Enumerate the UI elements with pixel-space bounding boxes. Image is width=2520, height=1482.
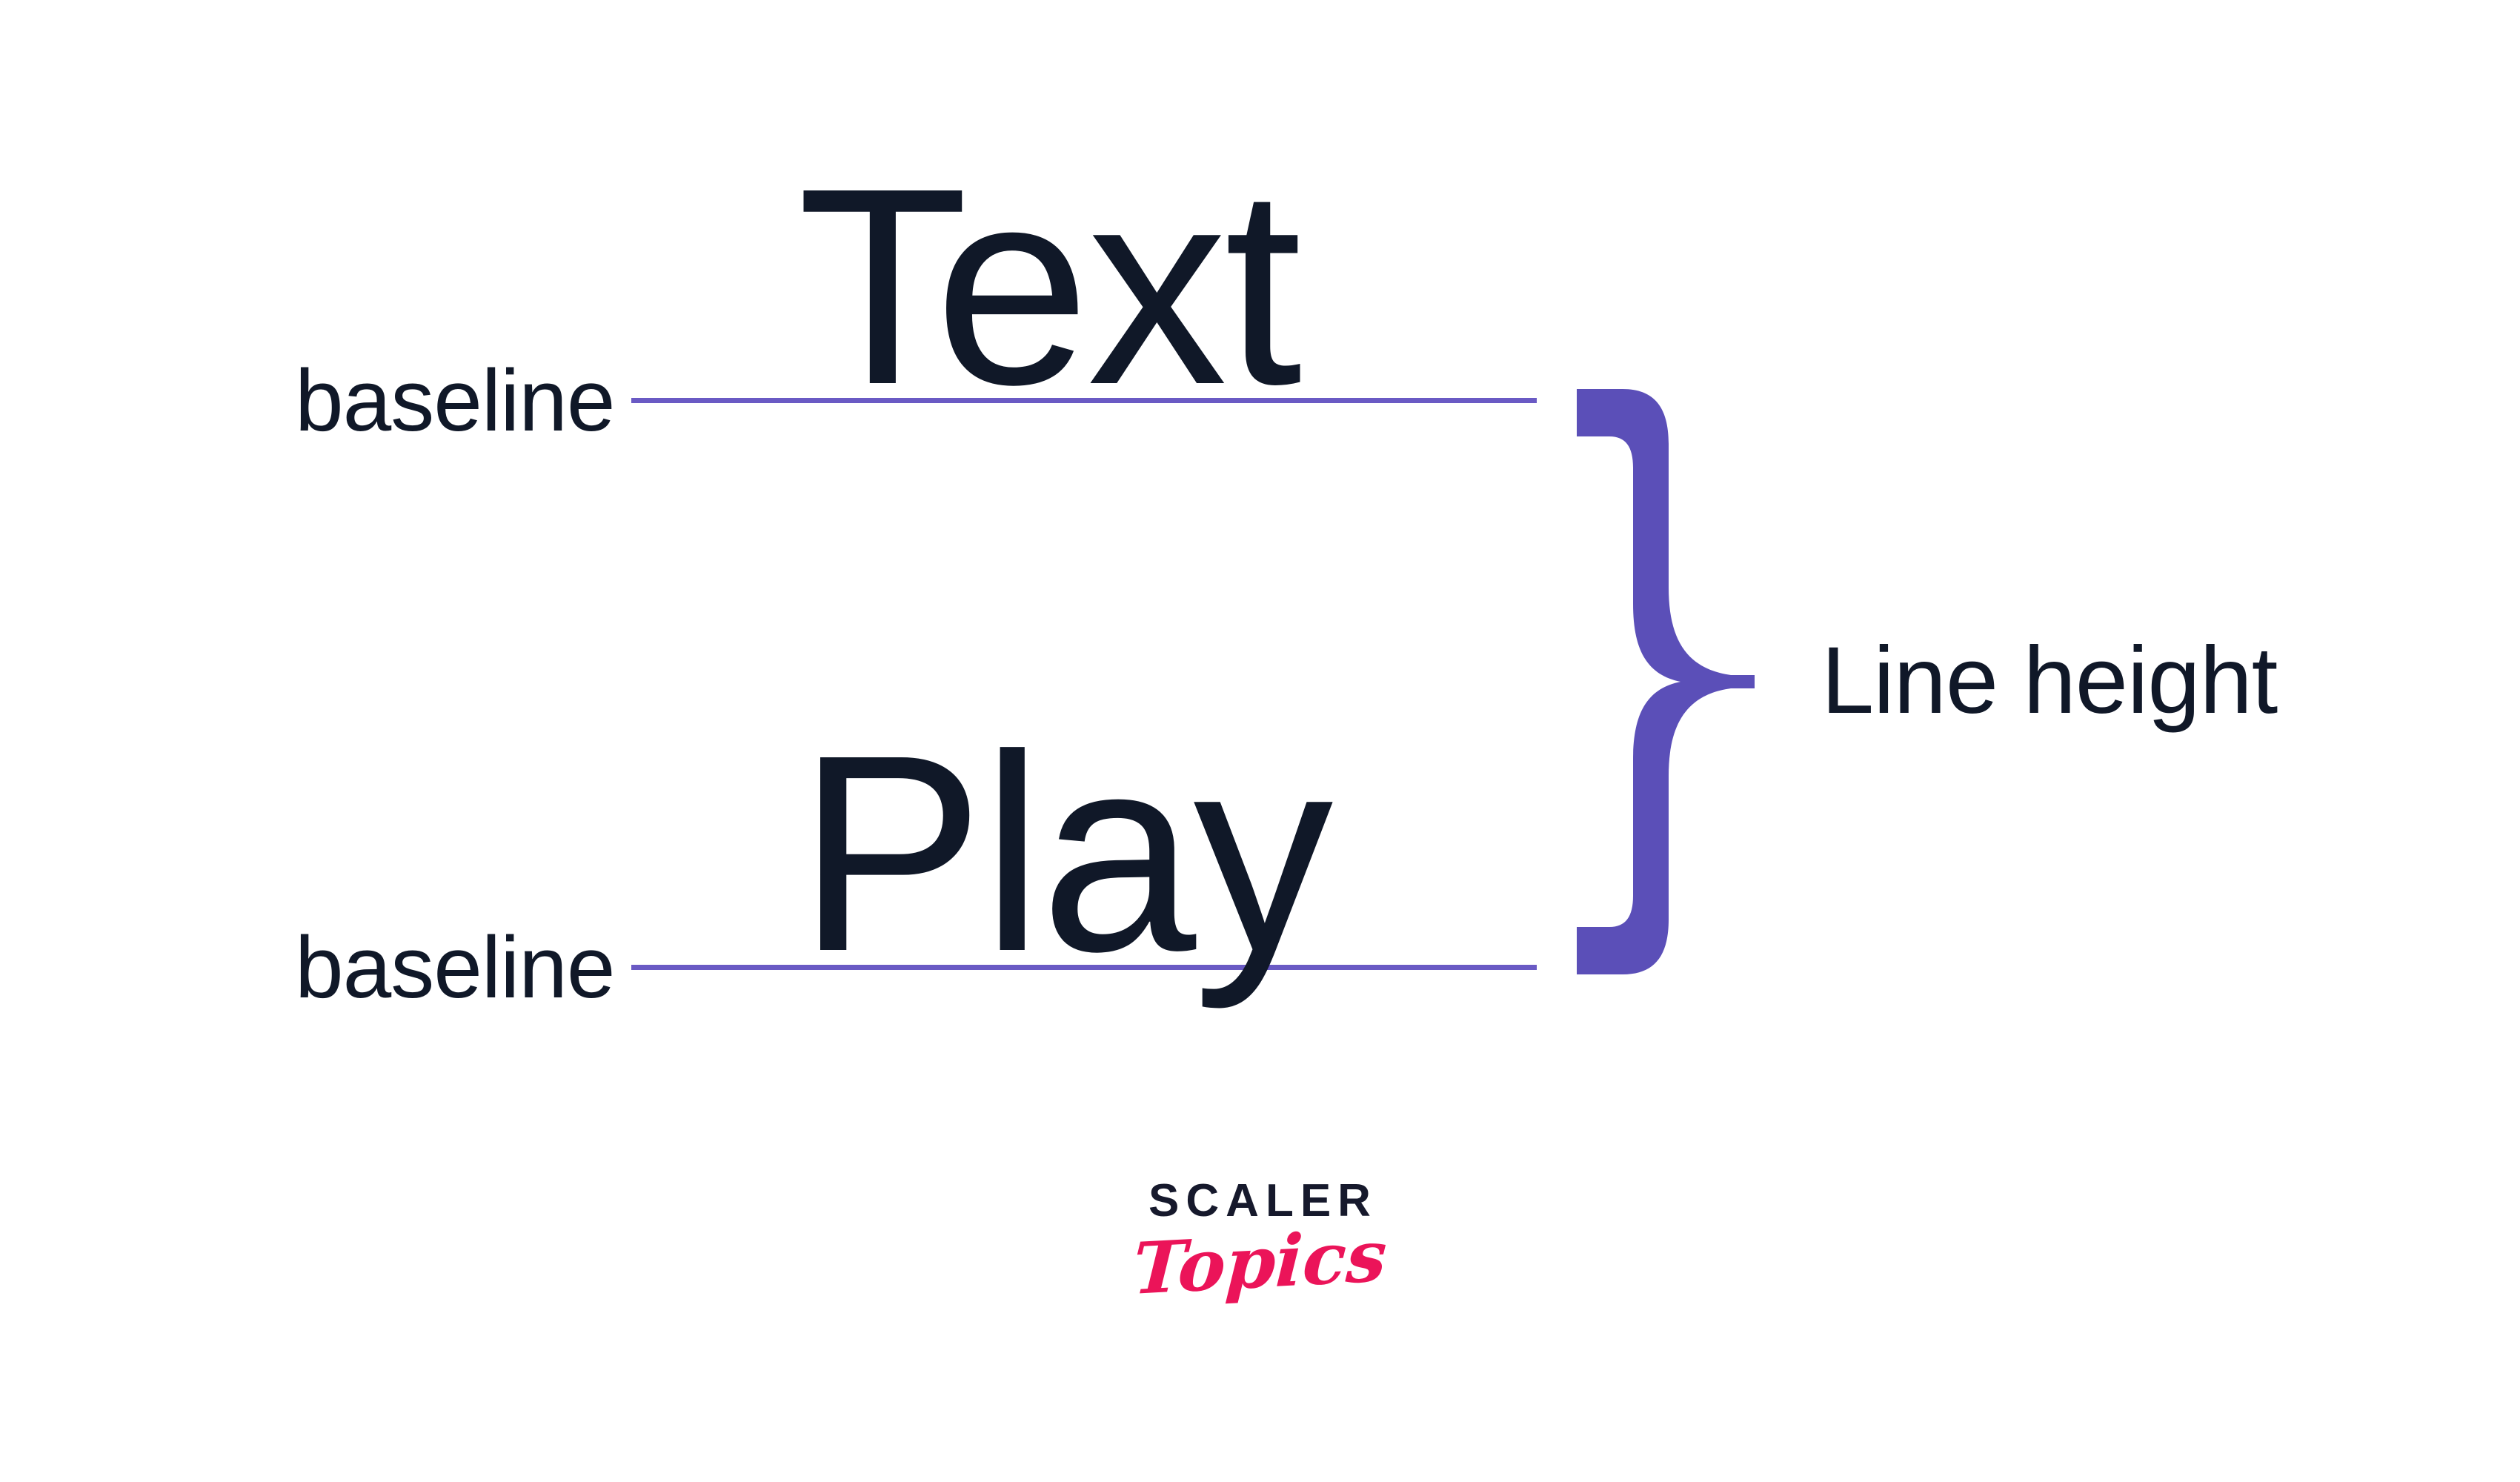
- brand-logo: SCALER Topics: [1097, 1178, 1423, 1316]
- brand-wordmark-scaler: SCALER: [1148, 1175, 1377, 1226]
- sample-word-play: Play: [797, 697, 1333, 1010]
- baseline-rule-top: [631, 398, 1537, 403]
- brand-script-wrap: Topics: [1097, 1214, 1423, 1316]
- baseline-label-top: baseline: [295, 352, 616, 450]
- sample-word-text: Text: [797, 130, 1302, 443]
- brand-wordmark-topics: Topics: [1131, 1214, 1389, 1311]
- baseline-rule-bottom: [631, 965, 1537, 970]
- line-height-label: Line height: [1821, 628, 2278, 734]
- curly-brace-icon: [1577, 389, 1755, 974]
- baseline-label-bottom: baseline: [295, 919, 616, 1017]
